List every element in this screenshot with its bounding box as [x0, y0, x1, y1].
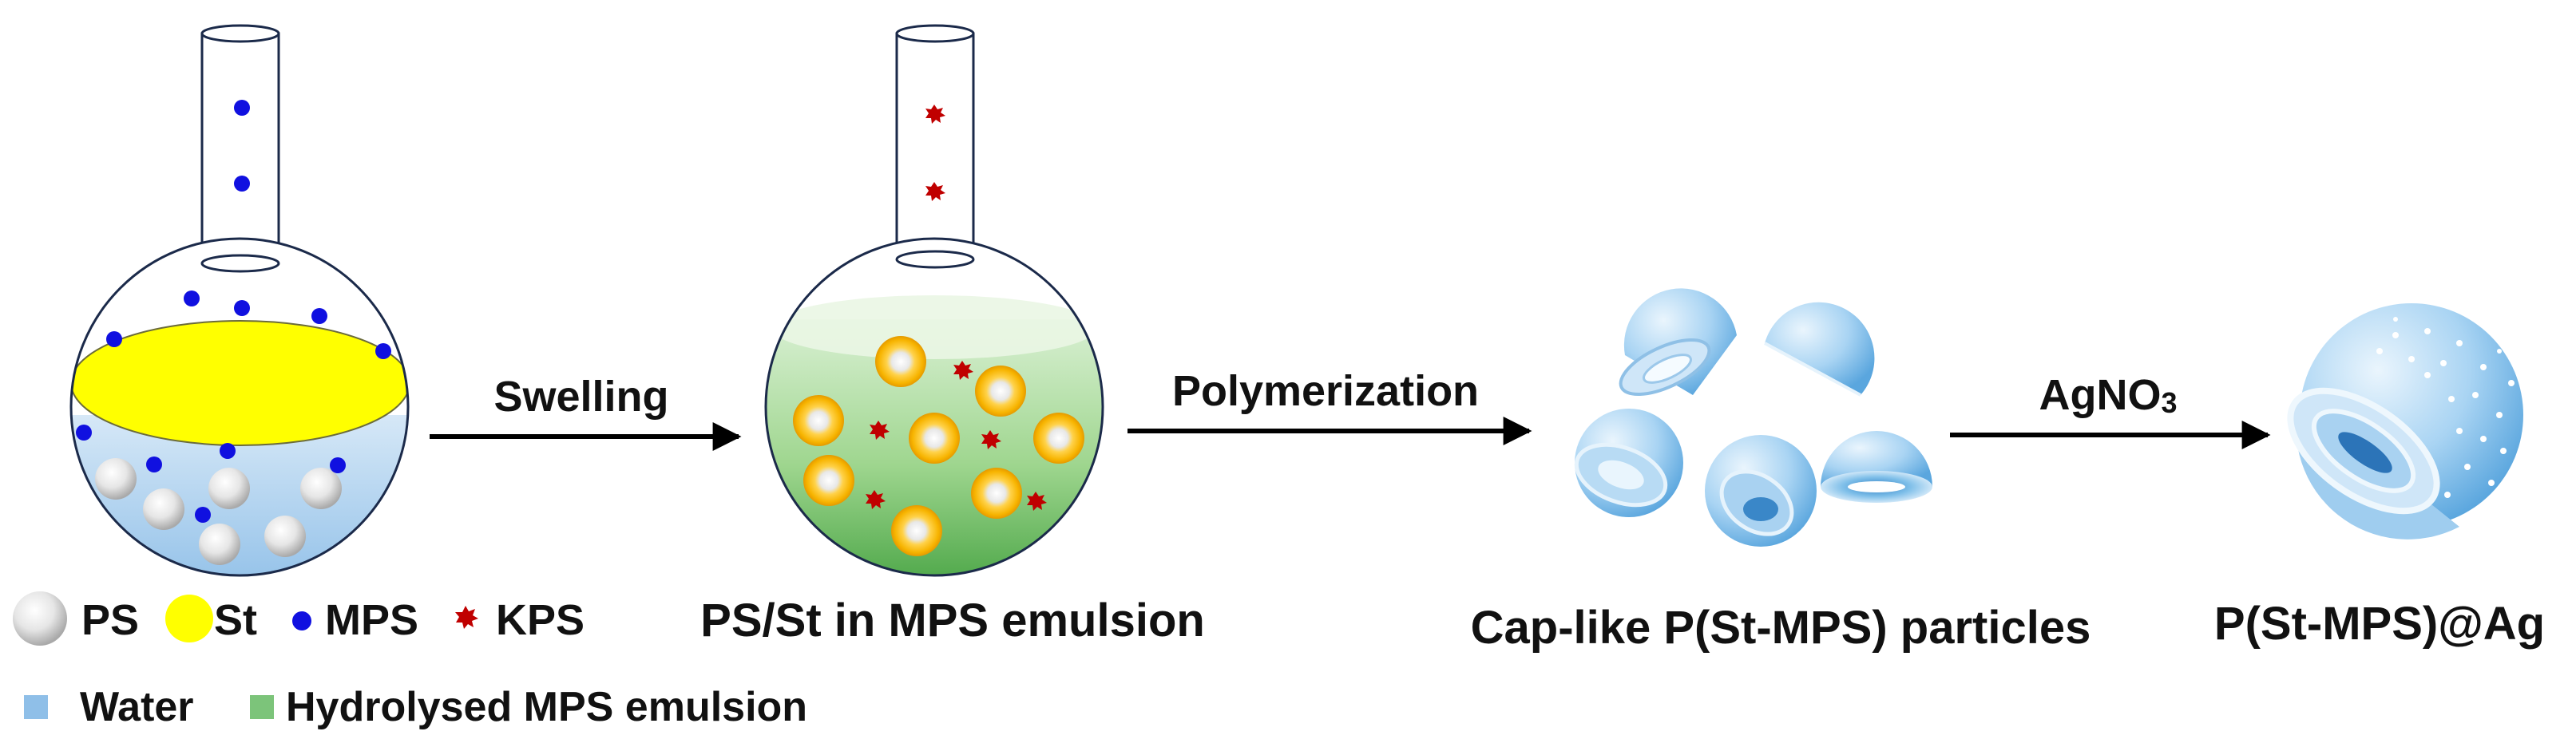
- cap-particle: [1705, 435, 1817, 547]
- ps-sphere: [300, 468, 342, 509]
- mps-dot: [234, 100, 250, 116]
- mps-dot: [184, 291, 200, 306]
- legend-ps: PS: [13, 591, 139, 646]
- swelling-label: Swelling: [493, 373, 668, 421]
- legend-hydrolysed: Hydrolysed MPS emulsion: [250, 684, 807, 730]
- legend-kps: KPS: [455, 596, 585, 644]
- ps-sphere: [264, 516, 306, 557]
- legend-st: St: [165, 595, 257, 644]
- cap-particle: [1764, 302, 1875, 397]
- swollen-particle: [1033, 413, 1084, 464]
- flask-2-neck: [895, 32, 975, 263]
- water-swatch: [24, 695, 48, 719]
- flask-1-bulb: [69, 237, 410, 577]
- agno3-text: AgNO: [2039, 371, 2161, 419]
- st-swatch: [165, 595, 213, 642]
- mps-dot: [375, 343, 391, 359]
- mps-dot: [234, 176, 250, 192]
- legend-water: Water: [24, 684, 194, 730]
- mps-dot: [76, 425, 92, 441]
- polymerization-label: Polymerization: [1172, 367, 1479, 415]
- kps-star: [870, 421, 890, 440]
- product-caption: P(St-MPS)@Ag: [2214, 598, 2545, 650]
- ps-sphere: [95, 458, 137, 500]
- particles-caption: Cap-like P(St-MPS) particles: [1471, 602, 2091, 654]
- swollen-particle: [875, 336, 926, 387]
- cap-particle: [1574, 409, 1683, 517]
- kps-star: [925, 182, 945, 201]
- product-particle: [2287, 303, 2523, 540]
- arrow-polymerization: Polymerization: [1127, 367, 1532, 445]
- arrow-agno3: AgNO3: [1950, 371, 2271, 449]
- kps-stars: [866, 105, 1047, 511]
- swollen-particle: [909, 413, 960, 464]
- kps-star: [866, 490, 886, 509]
- ps-spheres: [95, 458, 342, 565]
- flask-1-neck: [200, 32, 280, 267]
- swollen-particle: [975, 366, 1026, 417]
- swollen-particle: [891, 505, 942, 556]
- legend-mps: MPS: [292, 596, 418, 644]
- kps-star: [953, 361, 973, 380]
- kps-star: [1027, 492, 1047, 511]
- legend-hydrolysed-label: Hydrolysed MPS emulsion: [286, 684, 807, 730]
- styrene-layer: [71, 320, 408, 446]
- mps-swatch: [292, 611, 311, 630]
- cap-particle: [1821, 431, 1932, 503]
- mps-dot: [106, 331, 122, 347]
- agno3-label: AgNO3: [2039, 371, 2177, 419]
- flask-2: [764, 24, 1104, 577]
- legend-kps-label: KPS: [496, 596, 585, 644]
- flask-2-bulb: [764, 237, 1104, 577]
- cap-particle: [1619, 288, 1737, 397]
- mps-dot: [146, 457, 162, 472]
- swollen-particle: [971, 468, 1022, 519]
- swollen-particles: [793, 336, 1084, 556]
- legend-ps-label: PS: [81, 596, 139, 644]
- mps-dot: [311, 308, 327, 324]
- kps-swatch: [455, 606, 478, 629]
- mps-dot: [220, 443, 236, 459]
- ag-nanoparticles: [2376, 317, 2515, 513]
- cap-particles: [1574, 288, 1932, 547]
- swollen-particle: [793, 395, 844, 446]
- kps-star: [925, 105, 945, 124]
- legend-st-label: St: [214, 596, 257, 644]
- mps-dots: [76, 100, 391, 523]
- legend-mps-label: MPS: [325, 596, 418, 644]
- swollen-particle: [803, 455, 854, 506]
- ps-sphere: [208, 468, 250, 509]
- ps-sphere: [199, 524, 240, 565]
- legend: PS St MPS KPS Water Hydrolysed MPS emuls…: [13, 591, 807, 730]
- mps-dot: [234, 300, 250, 316]
- hydrolysed-swatch: [250, 695, 274, 719]
- arrow-swelling: Swelling: [430, 373, 742, 451]
- mps-dot: [330, 457, 346, 473]
- agno3-subscript: 3: [2161, 386, 2177, 419]
- kps-star: [981, 430, 1001, 449]
- legend-water-label: Water: [80, 684, 194, 730]
- mps-dot: [195, 507, 211, 523]
- flask-1: [69, 24, 410, 577]
- ps-swatch: [13, 591, 67, 646]
- ps-sphere: [143, 488, 184, 530]
- flask-2-caption: PS/St in MPS emulsion: [700, 595, 1205, 646]
